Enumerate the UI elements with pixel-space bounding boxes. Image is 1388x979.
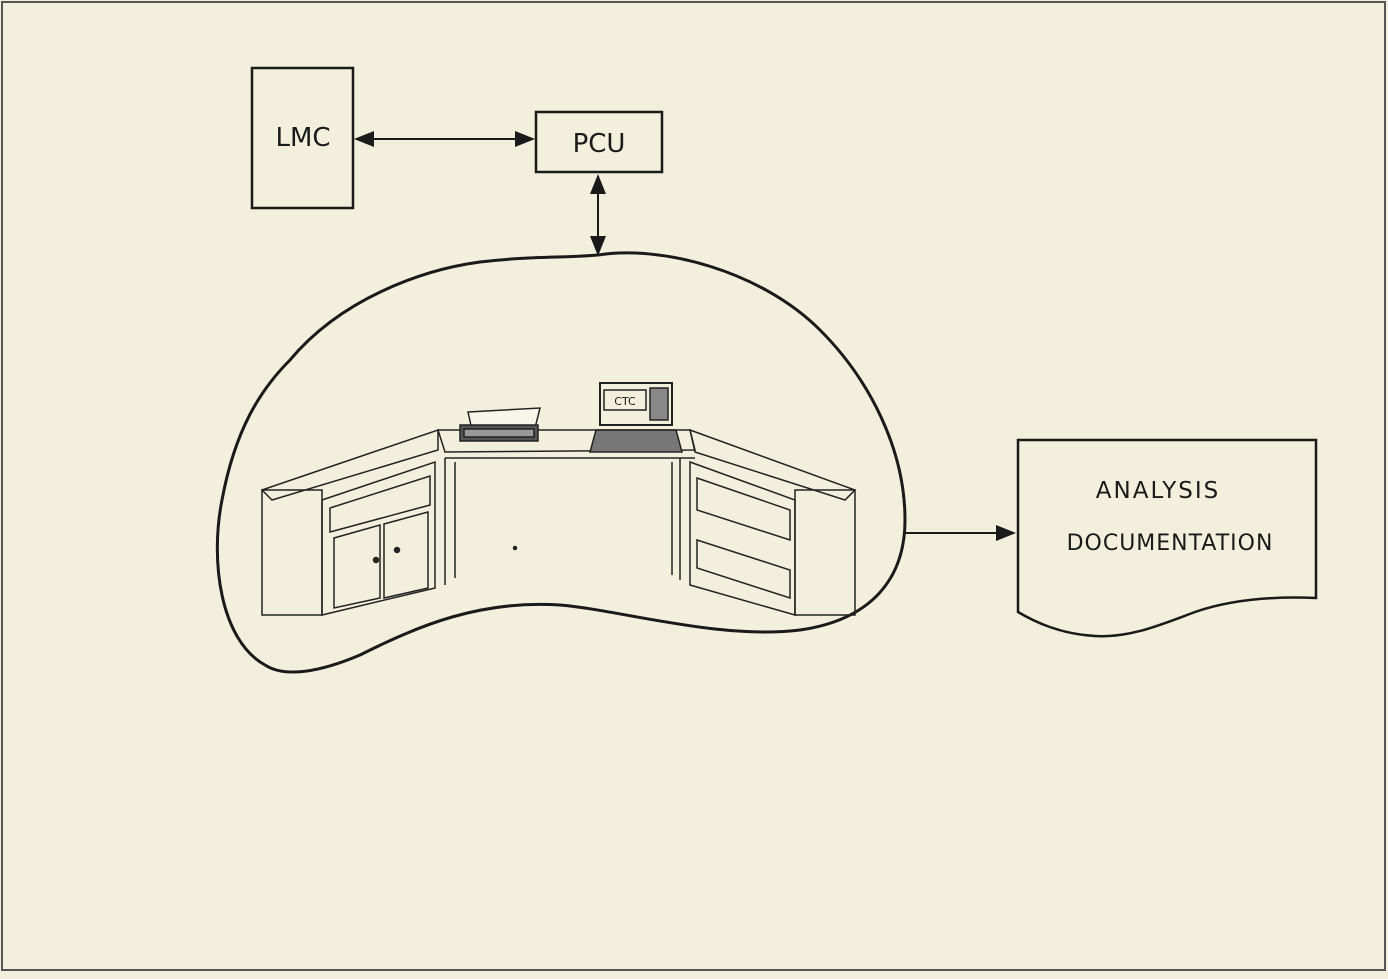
- documentation-node: ANALYSIS DOCUMENTATION: [1018, 440, 1316, 636]
- left-cabinet: [262, 462, 435, 615]
- ctc-keyboard: [590, 430, 682, 452]
- documentation-label-line2: DOCUMENTATION: [1067, 531, 1274, 556]
- ctc-terminal: [590, 383, 682, 452]
- floor-mark: [514, 547, 517, 550]
- lmc-node: LMC: [252, 68, 353, 208]
- left-cabinet-door-1: [334, 525, 380, 608]
- right-cabinet-front: [690, 462, 795, 615]
- right-cabinet-shelf-lower: [697, 540, 790, 598]
- printer-keys: [464, 429, 534, 437]
- right-cabinet-side: [795, 490, 855, 615]
- left-door-knob-2: [395, 548, 400, 553]
- documentation-label-line1: ANALYSIS: [1096, 478, 1220, 504]
- left-cabinet-door-2: [384, 512, 428, 598]
- left-cabinet-front: [322, 462, 435, 615]
- pcu-label: PCU: [573, 129, 626, 159]
- pcu-node: PCU: [536, 112, 662, 172]
- workstation-boundary: [217, 253, 905, 672]
- right-cabinet-shelf-upper: [697, 478, 790, 540]
- lmc-label: LMC: [275, 123, 330, 153]
- workstation-illustration: [262, 383, 855, 615]
- left-cabinet-side: [262, 490, 322, 615]
- left-cabinet-shelf: [330, 476, 430, 532]
- ctc-panel: [650, 388, 668, 420]
- right-cabinet: [690, 462, 855, 615]
- left-door-knob-1: [374, 558, 379, 563]
- printer-device: [460, 408, 540, 441]
- ctc-label: CTC: [614, 395, 636, 408]
